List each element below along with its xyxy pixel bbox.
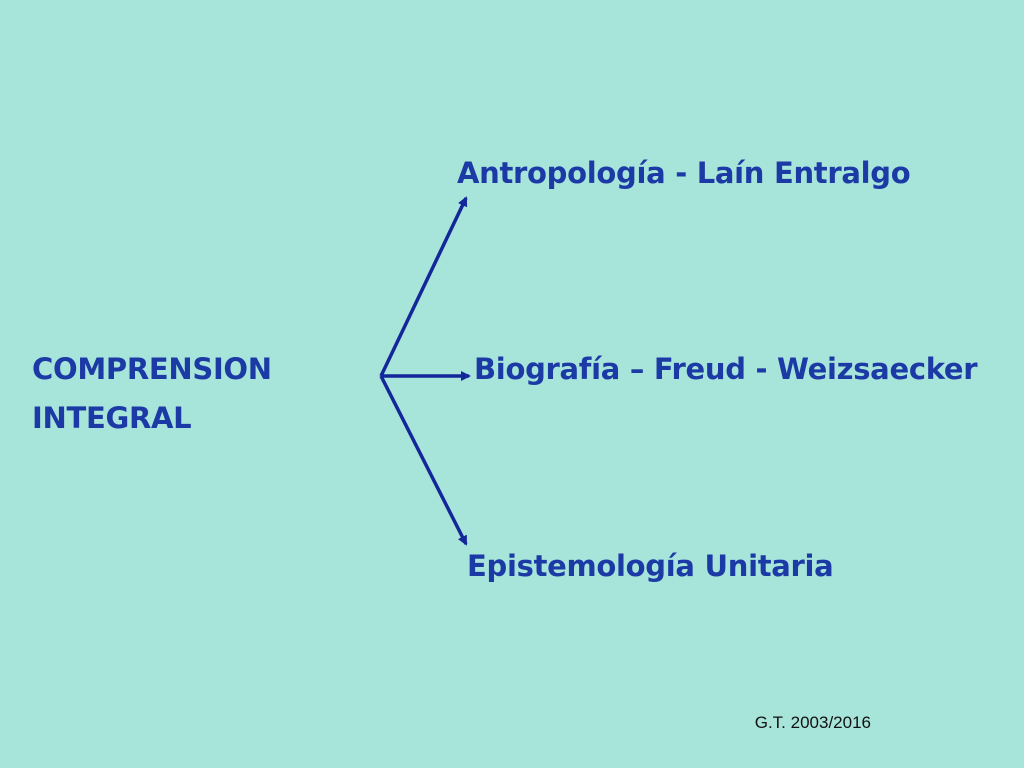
branch-label-epistemologia: Epistemología Unitaria (467, 549, 834, 583)
root-label-line2: INTEGRAL (32, 401, 192, 435)
arrow-to-antropologia (379, 196, 468, 377)
branch-label-biografia: Biografía – Freud - Weizsaecker (474, 352, 978, 386)
arrow-to-epistemologia (379, 375, 468, 546)
footer-credit: G.T. 2003/2016 (754, 713, 871, 732)
root-label-line1: COMPRENSION (32, 352, 272, 386)
branch-label-antropologia: Antropología - Laín Entralgo (457, 156, 911, 190)
